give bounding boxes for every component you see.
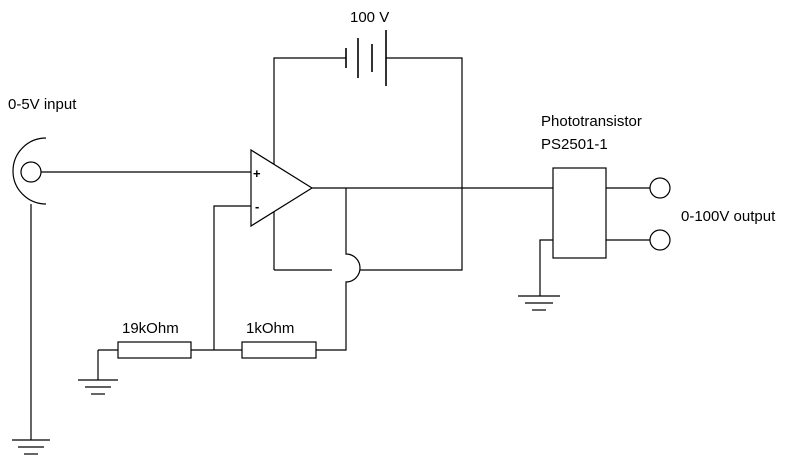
phototransistor-block xyxy=(552,167,607,259)
op-amp-symbol xyxy=(250,148,314,228)
resistor-1k xyxy=(241,341,317,359)
battery-loop-wire xyxy=(273,57,463,271)
phototransistor-ground-wire xyxy=(539,239,553,296)
output-label: 0-100V output xyxy=(681,208,776,225)
phototransistor-name-label: Phototransistor xyxy=(541,113,642,130)
feedback-wire xyxy=(316,188,361,351)
output-terminal-top xyxy=(649,177,671,199)
resistor-ground-symbol xyxy=(78,379,118,395)
resistor-19k-label: 19kOhm xyxy=(122,320,179,337)
phototransistor-ground-symbol xyxy=(518,295,560,311)
resistor-1k-label: 1kOhm xyxy=(246,320,294,337)
input-jack xyxy=(12,137,47,205)
input-ground-symbol xyxy=(12,439,50,455)
input-label: 0-5V input xyxy=(8,96,77,113)
op-amp-plus-label: + xyxy=(253,166,261,181)
phototransistor-part-label: PS2501-1 xyxy=(541,136,608,153)
output-terminal-bottom xyxy=(649,229,671,251)
battery-symbol xyxy=(345,30,387,86)
resistor-19k xyxy=(117,341,192,359)
battery-label: 100 V xyxy=(350,9,389,26)
inverting-input-wire xyxy=(213,205,251,350)
op-amp-minus-label: - xyxy=(255,199,259,214)
